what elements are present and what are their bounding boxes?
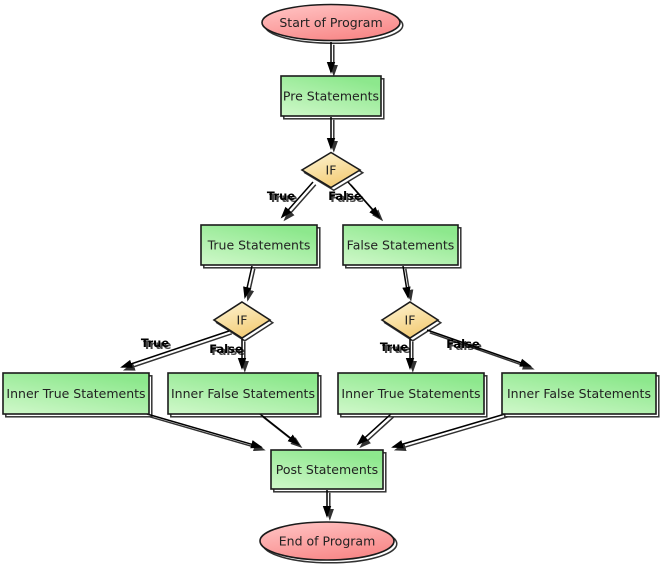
if-outer-label: IF [326, 163, 337, 178]
edge-layer [120, 42, 532, 518]
true-statements-label: True Statements [207, 238, 311, 253]
edge-if-outer-false [347, 181, 381, 219]
inner-true-left-label: Inner True Statements [6, 386, 145, 401]
edge-if-outer-true [280, 181, 314, 219]
edge-label-shadow: True [382, 342, 410, 356]
edge-label-outer-false: False [328, 189, 362, 203]
node-if-outer: IF [300, 151, 362, 189]
start-label: Start of Program [279, 15, 382, 30]
if-right-label: IF [405, 313, 416, 328]
node-false-statements: False Statements [342, 224, 459, 266]
edge-label-left-true: True [141, 336, 169, 350]
edge-label-shadow: False [448, 339, 482, 353]
node-inner-true-left: Inner True Statements [2, 372, 150, 415]
post-statements-label: Post Statements [276, 462, 378, 477]
node-if-left: IF [212, 301, 272, 339]
if-left-diamond-shape [212, 301, 272, 339]
node-post-statements: Post Statements [270, 449, 384, 490]
inner-true-left-shape [2, 372, 150, 415]
edge-shadow [245, 268, 256, 302]
edge-label-layer: True False True False True False [141, 189, 480, 356]
edge-inner-false-right-to-post [391, 413, 506, 449]
edge-true-branch-to-if-left [243, 265, 253, 299]
inner-true-right-label: Inner True Statements [341, 386, 480, 401]
inner-false-right-label: Inner False Statements [507, 386, 651, 401]
pre-statements-shape [280, 75, 382, 117]
node-start: Start of Program [261, 3, 401, 42]
edge-if-right-false [426, 329, 532, 367]
edge-false-branch-to-if-right [402, 265, 411, 299]
node-inner-false-right: Inner False Statements [501, 372, 657, 415]
node-pre-statements: Pre Statements [280, 75, 382, 117]
inner-false-left-shape [167, 372, 319, 415]
edge-inner-true-left-to-post [146, 413, 263, 449]
if-outer-diamond-shape [300, 151, 362, 189]
edge-label-shadow: True [269, 191, 297, 205]
edge-label-shadow: False [330, 191, 364, 205]
edge-shadow [393, 416, 509, 452]
edge-label-outer-true: True [267, 189, 295, 203]
node-end: End of Program [259, 521, 395, 561]
node-inner-true-right: Inner True Statements [337, 372, 485, 415]
post-statements-shape [270, 449, 384, 490]
end-label: End of Program [279, 534, 376, 549]
inner-true-right-shape [337, 372, 485, 415]
if-left-label: IF [237, 313, 248, 328]
pre-statements-label: Pre Statements [283, 89, 379, 104]
edge-label-shadow-layer: True False True False True False [143, 191, 482, 358]
edge-label-shadow: False [211, 344, 245, 358]
true-statements-shape [200, 224, 318, 266]
node-true-statements: True Statements [200, 224, 318, 266]
edge-label-left-false: False [209, 342, 243, 356]
false-statements-shape [342, 224, 459, 266]
false-statements-label: False Statements [347, 238, 455, 253]
if-right-diamond-shape [380, 301, 440, 339]
node-inner-false-left: Inner False Statements [167, 372, 319, 415]
edge-if-left-true [120, 330, 230, 368]
edge-shadow [149, 416, 266, 452]
edge-inner-false-left-to-post [259, 413, 300, 446]
end-terminal-shape [259, 521, 395, 561]
edge-shadow [359, 416, 395, 449]
node-if-right: IF [380, 301, 440, 339]
edge-label-shadow: True [143, 338, 171, 352]
edge-inner-true-right-to-post [356, 413, 392, 446]
start-terminal-shape [261, 3, 401, 42]
inner-false-right-shape [501, 372, 657, 415]
edge-label-right-true: True [380, 340, 408, 354]
edge-shadow [429, 332, 535, 370]
edge-shadow [122, 333, 233, 371]
edge-label-right-false: False [446, 337, 480, 351]
inner-false-left-label: Inner False Statements [171, 386, 315, 401]
